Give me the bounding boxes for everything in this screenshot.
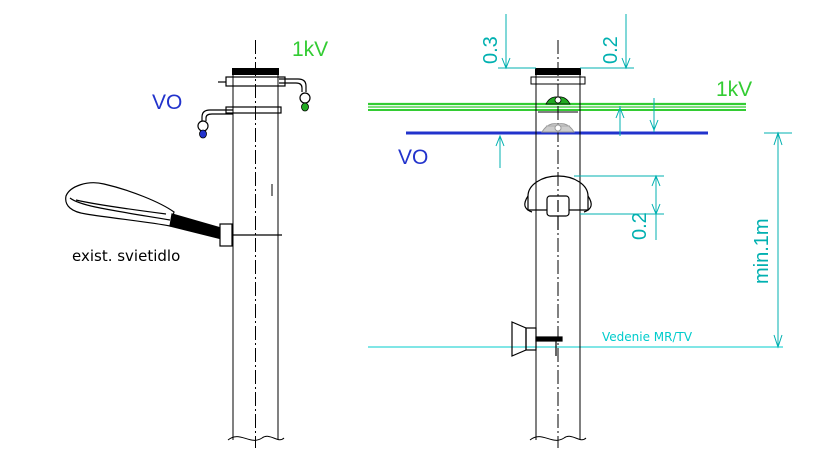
mrtv-bracket-icon	[511, 321, 563, 357]
cable-1kv-line	[368, 102, 746, 111]
left-insulator-1kv-icon	[299, 92, 311, 112]
dim-label-box-gap: 0.2	[629, 212, 651, 240]
right-label-1kv: 1kV	[716, 78, 752, 101]
right-pole	[529, 40, 587, 448]
right-pole-cap	[535, 68, 581, 75]
left-bracket-1kv	[218, 76, 307, 92]
dimension-lines	[495, 14, 792, 349]
right-insulator-vo-icon	[541, 123, 575, 133]
dim-label-top-left: 0.3	[480, 36, 502, 64]
right-pole-view: 0.3 0.2 0.2 min.1m 1kV VO Vedenie MR/TV	[368, 14, 792, 448]
left-insulator-vo-icon	[197, 120, 209, 139]
dim-label-min-clearance: min.1m	[751, 218, 773, 284]
left-pole-cap	[232, 68, 279, 75]
junction-box-icon	[524, 175, 592, 230]
right-insulator-1kv-icon	[538, 84, 578, 113]
right-label-mrtv: Vedenie MR/TV	[602, 330, 693, 344]
dim-label-top-right: 0.2	[600, 36, 622, 64]
left-bracket-vo	[201, 106, 282, 121]
left-label-luminaire: exist. svietidlo	[72, 247, 180, 265]
right-label-vo: VO	[398, 146, 428, 169]
left-pole	[227, 40, 285, 448]
left-pole-view: 1kV VO exist. svietidlo	[65, 38, 328, 448]
left-label-vo: VO	[152, 91, 182, 114]
left-label-1kv: 1kV	[292, 38, 328, 61]
existing-luminaire-icon	[65, 182, 282, 247]
